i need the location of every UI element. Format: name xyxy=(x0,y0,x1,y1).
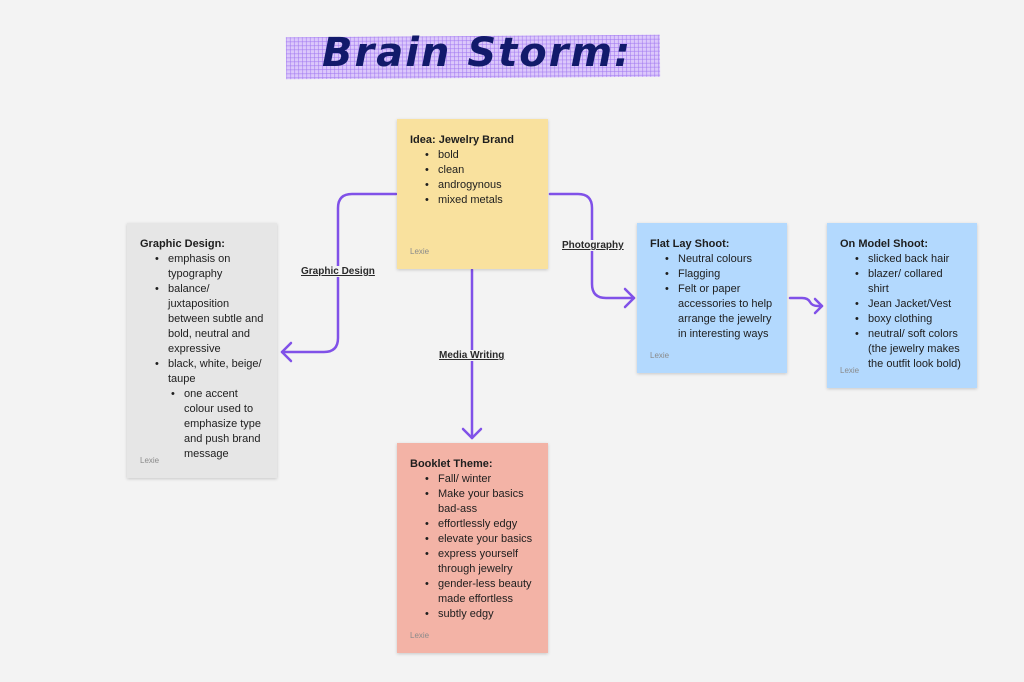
note-author: Lexie xyxy=(840,366,860,375)
board-title: Brain Storm: xyxy=(322,30,633,76)
list-item: elevate your basics xyxy=(425,532,536,547)
arrowhead-photography xyxy=(623,287,636,309)
sub-list: one accent colour used to emphasize type… xyxy=(168,387,265,462)
sub-list-item: one accent colour used to emphasize type… xyxy=(171,387,265,462)
list-item: Neutral colours xyxy=(665,252,775,267)
sticky-note-on-model[interactable]: On Model Shoot: slicked back hair blazer… xyxy=(827,223,977,388)
note-heading: Booklet Theme: xyxy=(410,458,493,470)
note-heading: On Model Shoot: xyxy=(840,238,928,250)
list-item: Make your basics bad-ass xyxy=(425,487,536,517)
list-item: boxy clothing xyxy=(855,312,965,327)
list-item: Jean Jacket/Vest xyxy=(855,297,965,312)
arrowhead-graphic-design xyxy=(280,341,293,363)
list-item: mixed metals xyxy=(425,193,536,208)
note-heading: Idea: Jewelry Brand xyxy=(410,134,514,146)
list-item: Fall/ winter xyxy=(425,472,536,487)
list-item: express yourself through jewelry xyxy=(425,547,536,577)
list-item: gender-less beauty made effortless xyxy=(425,577,536,607)
list-item-text: black, white, beige/ taupe xyxy=(168,358,262,385)
list-item: androgynous xyxy=(425,178,536,193)
arrowhead-media-writing xyxy=(461,427,483,440)
connector-label-graphic-design[interactable]: Graphic Design xyxy=(300,266,376,277)
note-author: Lexie xyxy=(140,456,160,465)
arrowhead-flat-to-model xyxy=(813,297,824,315)
list-item: bold xyxy=(425,148,536,163)
note-list: Neutral colours Flagging Felt or paper a… xyxy=(650,252,775,342)
list-item: black, white, beige/ taupe one accent co… xyxy=(155,357,265,462)
sticky-note-flat-lay[interactable]: Flat Lay Shoot: Neutral colours Flagging… xyxy=(637,223,787,373)
note-author: Lexie xyxy=(650,351,670,360)
list-item: balance/ juxtaposition between subtle an… xyxy=(155,282,265,357)
sticky-note-booklet[interactable]: Booklet Theme: Fall/ winter Make your ba… xyxy=(397,443,548,653)
note-author: Lexie xyxy=(410,247,430,256)
list-item: Flagging xyxy=(665,267,775,282)
list-item: subtly edgy xyxy=(425,607,536,622)
sticky-note-idea[interactable]: Idea: Jewelry Brand bold clean androgyno… xyxy=(397,119,548,269)
list-item: effortlessly edgy xyxy=(425,517,536,532)
note-heading: Graphic Design: xyxy=(140,238,225,250)
list-item: emphasis on typography xyxy=(155,252,265,282)
note-author: Lexie xyxy=(410,631,430,640)
connector-label-photography[interactable]: Photography xyxy=(561,240,625,251)
list-item: neutral/ soft colors (the jewelry makes … xyxy=(855,327,965,372)
list-item: Felt or paper accessories to help arrang… xyxy=(665,282,775,342)
note-list: bold clean androgynous mixed metals xyxy=(410,148,536,208)
note-list: slicked back hair blazer/ collared shirt… xyxy=(840,252,965,372)
note-list: emphasis on typography balance/ juxtapos… xyxy=(140,252,265,462)
note-heading: Flat Lay Shoot: xyxy=(650,238,730,250)
connector-flat-to-model[interactable] xyxy=(788,296,824,308)
list-item: slicked back hair xyxy=(855,252,965,267)
list-item: clean xyxy=(425,163,536,178)
note-list: Fall/ winter Make your basics bad-ass ef… xyxy=(410,472,536,622)
list-item: blazer/ collared shirt xyxy=(855,267,965,297)
sticky-note-graphic-design[interactable]: Graphic Design: emphasis on typography b… xyxy=(127,223,277,478)
connector-label-media-writing[interactable]: Media Writing xyxy=(438,350,506,361)
